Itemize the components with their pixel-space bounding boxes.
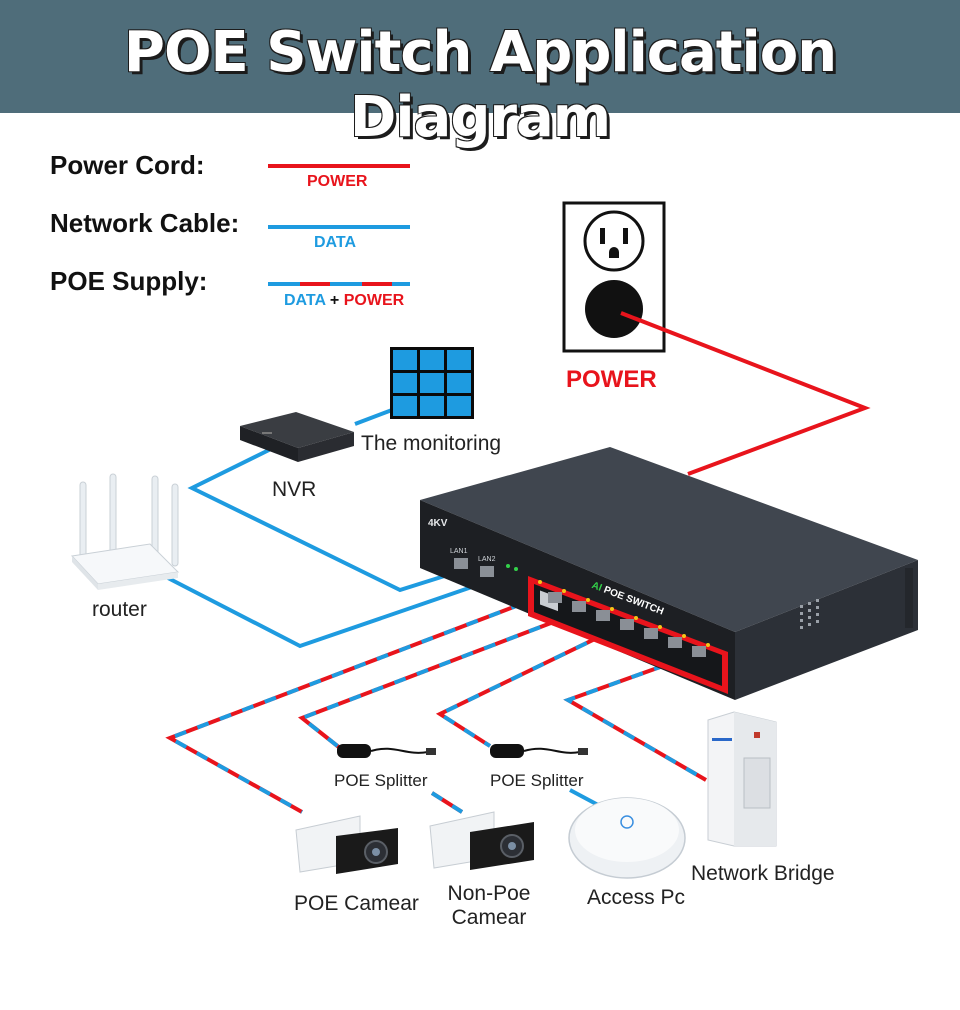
- page-title: POE Switch Application Diagram: [123, 20, 837, 150]
- poe-splitter-1-label: POE Splitter: [334, 771, 428, 790]
- router-label: router: [92, 598, 147, 621]
- nvr-label: NVR: [272, 478, 317, 501]
- legend-poe-tag-plus: +: [329, 292, 340, 309]
- switch-brand-label: 4KV: [428, 518, 448, 529]
- legend-poe-tag: DATA + POWER: [284, 292, 404, 310]
- access-point-label: Access Pc: [587, 886, 686, 909]
- poe-cables: [165, 593, 708, 814]
- power-cord-line: [620, 311, 871, 476]
- non-poe-camera-label-line2: Camear: [451, 906, 527, 929]
- cable-nvr-monitoring: [354, 408, 393, 426]
- network-bridge-label: Network Bridge: [691, 862, 835, 885]
- legend-poe-tag-data: DATA: [284, 292, 326, 309]
- poe-switch-device: [420, 447, 918, 700]
- poe-splitter-2-icon: [490, 744, 588, 758]
- outlet-power-label: POWER: [566, 366, 657, 393]
- nvr-device-icon: [240, 412, 354, 462]
- poe-splitter-1-icon: [337, 744, 436, 758]
- title-banner: POE Switch Application Diagram: [0, 0, 960, 150]
- power-outlet-icon: [562, 201, 666, 353]
- cable-router-switch: [167, 576, 499, 649]
- non-poe-camera-icon: [429, 811, 534, 870]
- legend-poe-supply-label: POE Supply:: [50, 266, 208, 296]
- switch-lan2-label: LAN2: [478, 556, 496, 563]
- legend-data-tag: DATA: [314, 234, 357, 251]
- poe-camera-label: POE Camear: [294, 892, 419, 915]
- network-bridge-icon: [707, 711, 777, 847]
- data-cables: [167, 408, 499, 649]
- access-point-icon: [568, 797, 686, 879]
- legend-network-cable-label: Network Cable:: [50, 208, 240, 238]
- poe-camera-icon: [295, 815, 398, 874]
- cable-nvr-switch: [187, 446, 471, 593]
- legend-power-tag: POWER: [307, 173, 368, 190]
- legend-power-cord-label: Power Cord:: [50, 150, 205, 180]
- switch-lan1-label: LAN1: [450, 548, 468, 555]
- non-poe-camera-label-line1: Non-Poe: [447, 882, 531, 905]
- monitor-grid-icon: [390, 347, 474, 419]
- legend-poe-tag-power: POWER: [343, 292, 405, 309]
- router-device-icon: [70, 473, 180, 590]
- poe-splitter-2-label: POE Splitter: [490, 771, 584, 790]
- monitoring-label: The monitoring: [361, 432, 502, 455]
